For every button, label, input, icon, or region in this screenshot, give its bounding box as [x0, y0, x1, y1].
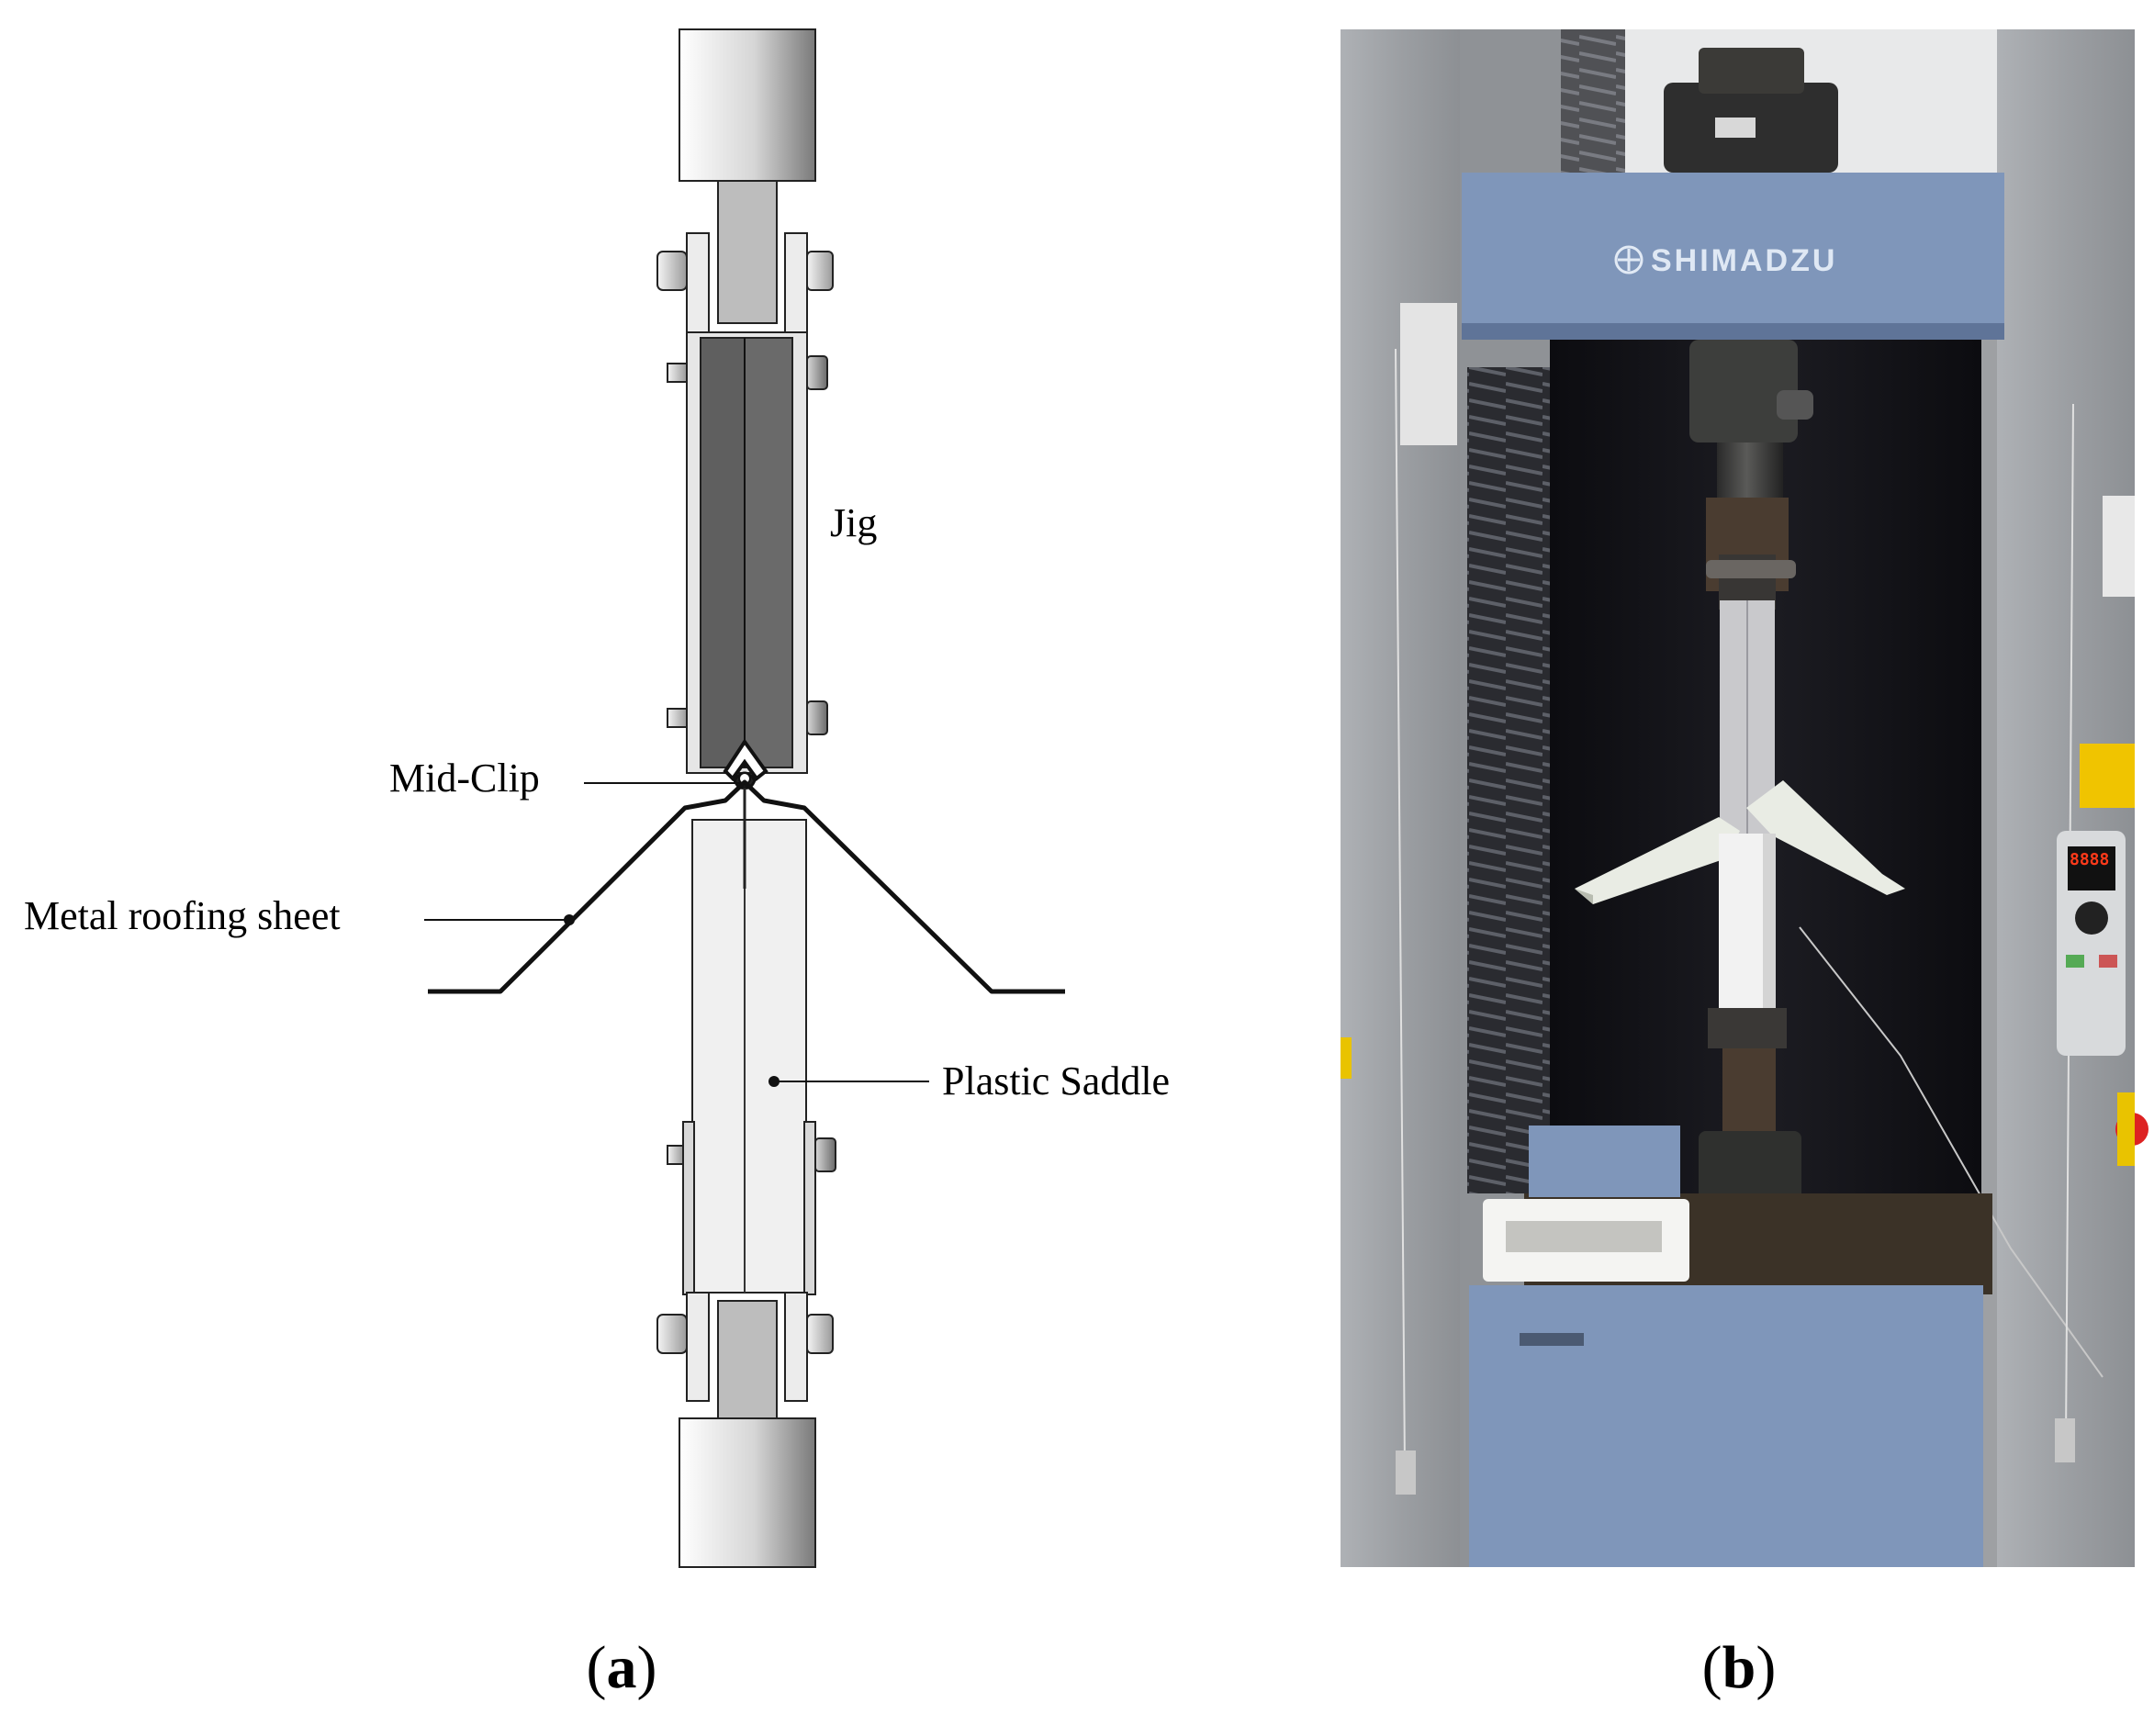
bottom-clevis-plate-right — [784, 1292, 808, 1402]
pendant-jog-wheel-icon — [2075, 902, 2108, 935]
jig-bolt-left-upper — [667, 363, 688, 383]
left-cable-connector — [1396, 1450, 1416, 1495]
jig-nut-right-lower — [806, 700, 828, 735]
saddle-leader-dot — [768, 1076, 780, 1087]
left-cable — [1395, 348, 1406, 1470]
mid-clip-shape — [723, 738, 768, 782]
top-louver — [1561, 29, 1625, 173]
right-notice-card — [2103, 496, 2135, 597]
bottom-load-cylinder — [679, 1417, 816, 1568]
left-notice-card — [1400, 303, 1457, 445]
lower-coupling — [1722, 1048, 1776, 1131]
jig-nut-right-upper — [806, 355, 828, 390]
label-metal-roofing-sheet: Metal roofing sheet — [24, 893, 341, 938]
roof-sheet-right-wing — [1746, 780, 1905, 895]
crosshead-beam — [1462, 173, 2004, 340]
pendant-display — [2068, 846, 2115, 890]
label-mid-clip: Mid-Clip — [389, 756, 540, 801]
top-load-cylinder — [679, 28, 816, 182]
jig-bolt-left-lower — [667, 708, 688, 728]
lower-jig-side-left — [682, 1121, 695, 1295]
panel-a-schematic: Jig Mid-Clip Metal roofing sheet Plastic… — [24, 28, 1170, 1701]
sheet-leader-dot — [564, 914, 575, 925]
plastic-saddle — [691, 819, 807, 1294]
roof-sheet-left-edge — [1575, 889, 1593, 904]
bottom-pin-bolt-head — [656, 1314, 688, 1354]
top-clevis-plate-left — [686, 232, 710, 341]
machine-base-top — [1529, 1126, 1680, 1197]
instrument-wire — [1799, 926, 2104, 1378]
crosshead-shade — [1462, 323, 2004, 340]
upper-grip-pin — [1706, 560, 1796, 578]
caption-a: (a) — [587, 1634, 657, 1701]
pendant-button-1 — [2066, 955, 2084, 968]
metal-roofing-sheet-profile — [428, 779, 1065, 994]
top-pin-bolt-head — [656, 251, 688, 291]
name-plate — [1506, 1221, 1662, 1252]
chamber-louver-vents — [1467, 367, 1550, 1193]
label-plastic-saddle: Plastic Saddle — [942, 1058, 1170, 1103]
load-cell-top — [1699, 48, 1804, 94]
load-cell-label — [1715, 118, 1756, 138]
jig-block-left — [700, 337, 746, 768]
upper-actuator — [1689, 340, 1798, 442]
top-pin-nut — [806, 251, 834, 291]
lower-grip — [1708, 1008, 1787, 1048]
top-connecting-rod — [717, 180, 778, 324]
bottom-connecting-rod — [717, 1300, 778, 1419]
emergency-stop-housing — [2117, 1092, 2135, 1166]
roof-sheet-left-wing — [1575, 817, 1740, 904]
upper-rod — [1717, 442, 1783, 498]
top-clevis-plate-right — [784, 232, 808, 341]
jig-block-right — [744, 337, 793, 768]
label-jig: Jig — [830, 500, 877, 545]
specimen-saddle-shadow — [1763, 834, 1776, 1008]
shimadzu-logo-icon — [1614, 245, 1644, 274]
pendant-led-readout: 8888 — [2070, 850, 2109, 869]
brand-text: SHIMADZU — [1651, 243, 1837, 278]
bottom-pin-nut — [806, 1314, 834, 1354]
pendant-button-2 — [2099, 955, 2117, 968]
lower-jig-nut-right — [814, 1137, 836, 1172]
lower-jig-bolt-left — [667, 1145, 684, 1165]
lower-cabinet-label — [1520, 1333, 1584, 1346]
left-yellow-tag — [1341, 1037, 1352, 1079]
warning-labels — [2080, 744, 2135, 808]
right-cable-connector — [2055, 1418, 2075, 1462]
bottom-clevis-plate-left — [686, 1292, 710, 1402]
panel-b-photo: SHIMADZU — [1341, 29, 2148, 1701]
lower-jig-side-right — [803, 1121, 816, 1295]
upper-actuator-knob — [1777, 390, 1813, 420]
caption-b: (b) — [1702, 1634, 1777, 1701]
lower-blue-cabinet — [1469, 1285, 1983, 1567]
